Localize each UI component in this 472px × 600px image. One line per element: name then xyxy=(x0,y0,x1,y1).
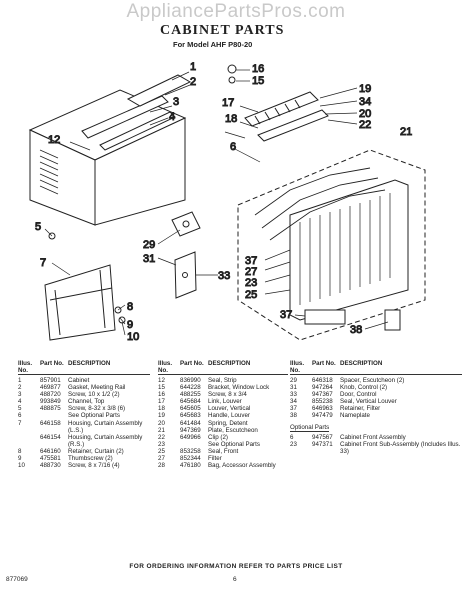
callout-21: 21 xyxy=(400,126,412,138)
watermark: AppliancePartsPros.com xyxy=(126,1,346,22)
callout-6: 6 xyxy=(230,141,236,153)
callout-12: 12 xyxy=(48,134,60,146)
callout-3: 3 xyxy=(173,96,179,108)
callout-7: 7 xyxy=(40,257,46,269)
callout-1: 1 xyxy=(190,61,196,73)
callout-17: 17 xyxy=(222,97,234,109)
callout-33: 37 xyxy=(280,309,292,321)
callout-4: 4 xyxy=(169,111,175,123)
column-header: Illus. No. Part No. DESCRIPTION xyxy=(158,360,288,375)
page-number: 6 xyxy=(233,576,237,583)
column-header: Illus. No. Part No. DESCRIPTION xyxy=(18,360,150,375)
ordering-footer: FOR ORDERING INFORMATION REFER TO PARTS … xyxy=(129,563,343,570)
callout-9: 9 xyxy=(127,319,133,331)
callout-22: 22 xyxy=(359,119,371,131)
callout-20: 20 xyxy=(359,108,371,120)
page-title: CABINET PARTS xyxy=(160,23,285,38)
callout-29: 31 xyxy=(143,253,155,265)
callout-34: 34 xyxy=(359,96,371,108)
cabinet-drawing xyxy=(28,74,192,226)
exploded-parts-diagram: 1 2 3 4 5 6 7 8 9 10 12 15 16 17 18 19 3… xyxy=(28,61,426,344)
callout-37: 37 xyxy=(245,255,257,267)
column-header: Illus. No. Part No. DESCRIPTION xyxy=(290,360,462,375)
callout-10: 10 xyxy=(127,331,139,343)
model-subtitle: For Model AHF P80-20 xyxy=(173,40,253,49)
optional-parts-heading: Optional Parts xyxy=(290,423,330,432)
louver-assembly-drawing xyxy=(227,64,329,142)
accessory-parts-drawing xyxy=(171,211,201,299)
callout-27: 27 xyxy=(245,266,257,278)
cabinet-front-drawing xyxy=(237,149,426,341)
callout-16: 16 xyxy=(252,63,264,75)
callout-8: 8 xyxy=(127,301,133,313)
callout-23: 23 xyxy=(245,277,257,289)
callout-5: 5 xyxy=(35,221,41,233)
callout-28: 29 xyxy=(143,239,155,251)
callout-38: 38 xyxy=(350,324,362,336)
callout-18: 18 xyxy=(225,113,237,125)
document-code: 877069 xyxy=(6,576,28,583)
callout-2: 2 xyxy=(190,76,196,88)
callout-25: 25 xyxy=(245,289,257,301)
callout-15: 15 xyxy=(252,75,264,87)
curtain-housing-drawing xyxy=(44,264,126,341)
callout-31: 33 xyxy=(218,270,230,282)
callout-19: 19 xyxy=(359,83,371,95)
